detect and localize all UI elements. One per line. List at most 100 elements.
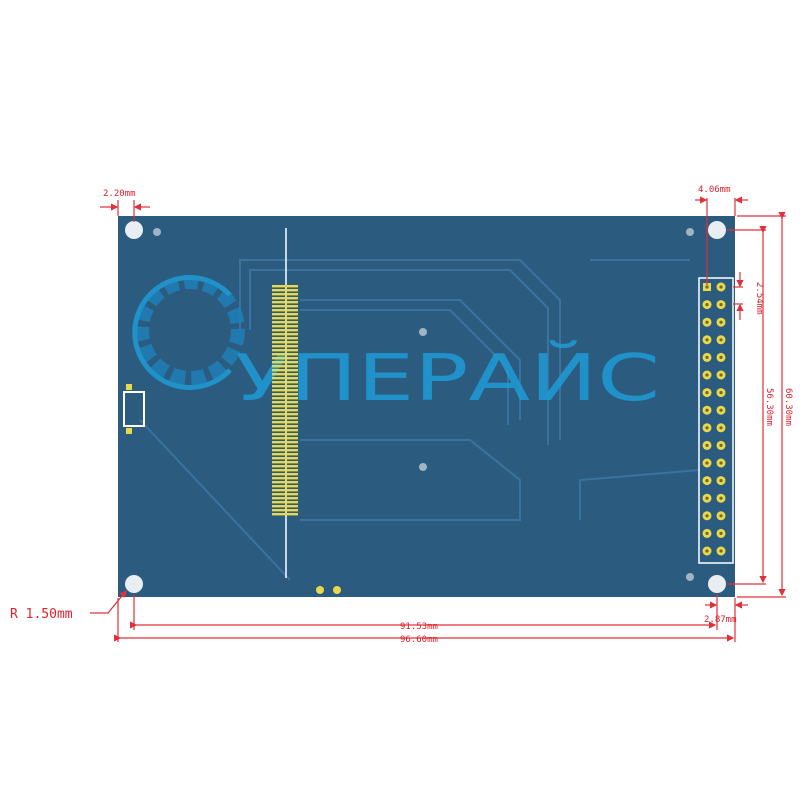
- fpc-pad: [272, 325, 298, 328]
- dim-header-offset: 4.06mm: [698, 185, 731, 195]
- fpc-pad: [272, 353, 298, 356]
- switch-footprint: [123, 384, 145, 434]
- watermark-logo: УПЕРАЙС: [132, 275, 660, 416]
- fpc-pad: [272, 453, 298, 456]
- fpc-pad: [272, 425, 298, 428]
- fpc-pad: [272, 369, 298, 372]
- fpc-pad: [272, 333, 298, 336]
- fpc-pad: [272, 401, 298, 404]
- dim-board-height: 60.30mm: [783, 388, 793, 426]
- fpc-pad: [272, 317, 298, 320]
- fpc-pad: [272, 437, 298, 440]
- fpc-pad: [272, 405, 298, 408]
- fpc-pad: [272, 365, 298, 368]
- pad: [316, 586, 324, 594]
- fpc-pad: [272, 485, 298, 488]
- fpc-pad: [272, 349, 298, 352]
- fpc-pad: [272, 465, 298, 468]
- fpc-pad: [272, 481, 298, 484]
- dim-right-hole-offset: 2.87mm: [704, 615, 737, 625]
- fpc-pad: [272, 289, 298, 292]
- pin-hole: [705, 514, 709, 518]
- fpc-connector: [272, 228, 298, 578]
- fpc-pad: [272, 501, 298, 504]
- pin-hole: [719, 514, 723, 518]
- fpc-pad: [272, 345, 298, 348]
- dimension-labels: 2.20mm 4.06mm 2.54mm 56.30mm 60.30mm 91.…: [10, 185, 793, 645]
- pin-hole: [719, 285, 723, 289]
- pcb-traces: [139, 259, 701, 581]
- fpc-pad: [272, 361, 298, 364]
- pin-hole: [719, 303, 723, 307]
- fpc-pad: [272, 313, 298, 316]
- fpc-pad: [272, 309, 298, 312]
- dim-board-width: 96.60mm: [400, 635, 438, 645]
- pin-hole: [705, 549, 709, 553]
- fpc-pad: [272, 429, 298, 432]
- fpc-pad: [272, 473, 298, 476]
- pin-hole: [705, 338, 709, 342]
- fpc-pad: [272, 421, 298, 424]
- fpc-pad: [272, 329, 298, 332]
- pin-hole: [719, 320, 723, 324]
- pin-hole: [719, 496, 723, 500]
- pin-hole: [705, 373, 709, 377]
- dim-pin-pitch: 2.54mm: [754, 282, 764, 315]
- fpc-pad: [272, 301, 298, 304]
- pin-hole: [719, 461, 723, 465]
- dim-hole-spacing-horizontal: 91.53mm: [400, 622, 438, 632]
- pin-hole: [719, 531, 723, 536]
- fpc-pad: [272, 357, 298, 360]
- pin-hole: [705, 320, 709, 324]
- fpc-pad: [272, 285, 298, 288]
- dim-hole-spacing-vertical: 56.30mm: [764, 388, 774, 426]
- fpc-pad: [272, 433, 298, 436]
- pin-header: [698, 277, 734, 564]
- fpc-pad: [272, 413, 298, 416]
- fpc-pad: [272, 377, 298, 380]
- pin-hole: [705, 461, 709, 465]
- fpc-pad: [272, 341, 298, 344]
- fpc-pad: [272, 373, 298, 376]
- fpc-pad: [272, 497, 298, 500]
- pin-hole: [719, 391, 723, 395]
- fpc-pad: [272, 505, 298, 508]
- fpc-pad: [272, 509, 298, 512]
- svg-text:УПЕРАЙС: УПЕРАЙС: [235, 340, 660, 416]
- pin-hole: [719, 338, 723, 342]
- pin-hole: [705, 355, 709, 359]
- pin-hole: [719, 426, 723, 430]
- fpc-pad: [272, 393, 298, 396]
- fpc-pad: [272, 469, 298, 472]
- fpc-pad: [272, 441, 298, 444]
- pin-hole: [705, 531, 709, 536]
- pin-hole: [705, 408, 709, 412]
- fpc-pad: [272, 381, 298, 384]
- pin-hole: [719, 355, 723, 359]
- fpc-pad: [272, 461, 298, 464]
- pin-hole: [719, 479, 723, 483]
- pin-hole: [705, 303, 709, 307]
- fpc-pad: [272, 321, 298, 324]
- fpc-pad: [272, 445, 298, 448]
- pad: [333, 586, 341, 594]
- fpc-pad: [272, 493, 298, 496]
- pin-hole: [719, 408, 723, 412]
- pin-hole: [719, 443, 723, 447]
- pin-hole: [719, 549, 723, 553]
- pin-hole: [705, 443, 709, 447]
- dim-corner-radius: R 1.50mm: [10, 607, 73, 622]
- fpc-pad: [272, 297, 298, 300]
- dimension-lines: [90, 196, 786, 642]
- fpc-pad: [272, 449, 298, 452]
- fpc-pad: [272, 293, 298, 296]
- pin-hole: [705, 391, 709, 395]
- pcb-board: [118, 216, 735, 597]
- pin-hole: [705, 496, 709, 500]
- fpc-pad: [272, 457, 298, 460]
- pin-hole: [705, 479, 709, 483]
- fpc-pad: [272, 385, 298, 388]
- fpc-pad: [272, 389, 298, 392]
- mounting-holes: [125, 221, 726, 593]
